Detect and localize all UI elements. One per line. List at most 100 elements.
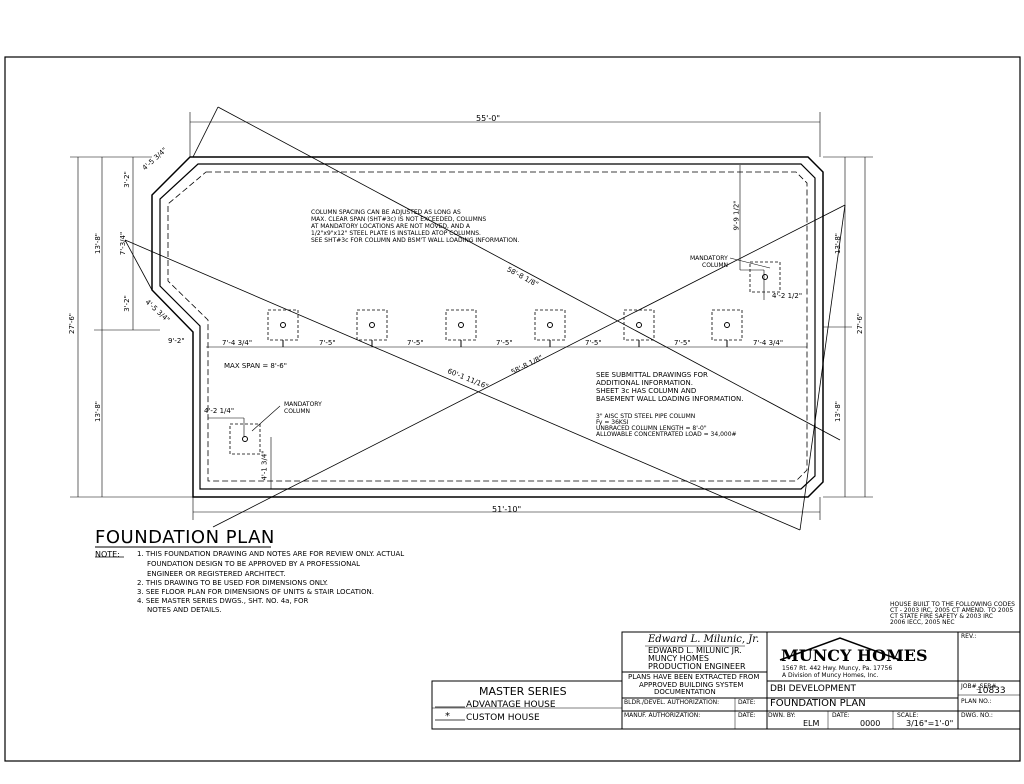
foundation-note-line: ENGINEER OR REGISTERED ARCHITECT. [147, 570, 286, 578]
dim-bottom-width: 51'-10" [492, 505, 522, 514]
manuf-date-label: DATE: [738, 712, 756, 719]
foundation-outline [151, 156, 824, 498]
extracted-line-2: APPROVED BUILDING SYSTEM [639, 681, 744, 689]
dim-left-upper: 13'-8" [94, 232, 103, 255]
mandatory-label-left-1: MANDATORY [284, 401, 322, 408]
column-6 [711, 309, 743, 347]
company-logo: MUNCY HOMES [781, 646, 928, 665]
bldr-auth-label: BLDR./DEVEL. AUTHORIZATION: [624, 699, 720, 706]
job-label: JOB#_SER# [961, 683, 997, 690]
dim-right-upper: 13'-8" [834, 232, 843, 255]
extracted-line-3: DOCUMENTATION [654, 688, 716, 696]
codes-line: 2006 IECC, 2005 NEC [890, 619, 955, 626]
dim-span-2: 7'-5" [319, 339, 336, 347]
dwg-no-label: DWG. NO.: [961, 712, 993, 719]
advantage-house-label: ADVANTAGE HOUSE [466, 700, 556, 710]
column-5 [623, 309, 655, 347]
project-name: DBI DEVELOPMENT [770, 684, 856, 694]
sheet-title: FOUNDATION PLAN [770, 698, 866, 709]
engineer-signature: Edward L. Milunic, Jr. [648, 634, 760, 645]
foundation-note-line: 4. SEE MASTER SERIES DWGS., SHT. NO. 4a,… [137, 597, 309, 605]
dimension-lines [70, 112, 873, 520]
codes-line: CT STATE FIRE SAFETY & 2003 IRC [890, 613, 993, 620]
dim-overall-width: 55'-0" [476, 114, 501, 123]
foundation-plan-title: FOUNDATION PLAN [95, 527, 275, 548]
column-spacing-note-line: COLUMN SPACING CAN BE ADJUSTED AS LONG A… [311, 209, 461, 216]
company-division: A Division of Muncy Homes, Inc. [782, 672, 879, 679]
dim-left-lower: 13'-8" [94, 400, 103, 423]
engineer-role: PRODUCTION ENGINEER [648, 662, 746, 671]
dim-span-6: 7'-5" [674, 339, 691, 347]
sheet-border [4, 56, 1021, 762]
drawn-by-label: DWN. BY: [768, 712, 796, 719]
dim-left-3-2-bottom: 3'-2" [122, 295, 131, 312]
mandatory-column-right [749, 261, 781, 293]
column-2 [356, 309, 388, 347]
dim-span-7: 7'-4 3/4" [753, 339, 784, 347]
column-4 [534, 309, 566, 347]
column-spacing-note-line: 1/2"x9"x12" STEEL PLATE IS INSTALLED ATO… [311, 230, 481, 237]
foundation-note-line: 3. SEE FLOOR PLAN FOR DIMENSIONS OF UNIT… [137, 588, 374, 596]
column-1 [267, 309, 299, 347]
foundation-note-line: FOUNDATION DESIGN TO BE APPROVED BY A PR… [147, 560, 361, 568]
column-3 [445, 309, 477, 347]
dim-span-1: 7'-4 3/4" [222, 339, 253, 347]
column-spec-line: Fy = 36KSI [596, 419, 629, 426]
dim-left-7-3-4: 7'-3/4" [119, 231, 128, 256]
custom-house-label: CUSTOM HOUSE [466, 713, 540, 723]
diagonal-dimensions [124, 106, 846, 531]
column-spacing-note-line: MAX. CLEAR SPAN (SHT#3c) IS NOT EXCEEDED… [311, 216, 487, 223]
engineer-name: EDWARD L. MILUNIC JR. [648, 646, 742, 655]
mandatory-label-right-1: MANDATORY [690, 255, 728, 262]
submittal-note-line: BASEMENT WALL LOADING INFORMATION. [596, 395, 744, 403]
scale-label: SCALE: [897, 712, 919, 719]
dim-notch: 9'-2" [168, 337, 185, 345]
scale-value: 3/16"=1'-0" [906, 719, 954, 728]
column-markers [229, 257, 781, 455]
drawn-by-value: ELM [803, 719, 820, 728]
plan-no-label: PLAN NO.: [961, 698, 992, 705]
foundation-note-line: NOTES AND DETAILS. [147, 606, 222, 614]
mandatory-label-left-2: COLUMN [284, 408, 311, 415]
title-block [431, 631, 1021, 730]
dim-right-4-2-1-2: 4'-2 1/2" [772, 292, 803, 300]
mandatory-column-left [229, 423, 261, 455]
dim-overall-depth-left: 27'-6" [68, 312, 77, 335]
dim-span-4: 7'-5" [496, 339, 513, 347]
codes-line: HOUSE BUILT TO THE FOLLOWING CODES [890, 601, 1015, 608]
dim-overall-depth-right: 27'-6" [856, 312, 865, 335]
dim-span-5: 7'-5" [585, 339, 602, 347]
submittal-note-line: SEE SUBMITTAL DRAWINGS FOR [596, 371, 708, 379]
job-value: 10833 [977, 686, 1006, 696]
dim-left-4-2-1-4: 4'-2 1/4" [204, 407, 235, 415]
submittal-note-line: SHEET 3c HAS COLUMN AND [596, 387, 697, 395]
column-spec-line: ALLOWABLE CONCENTRATED LOAD = 34,000# [596, 431, 737, 438]
custom-house-mark: * [445, 711, 450, 722]
column-spacing-note-line: SEE SHT#3c FOR COLUMN AND BSM'T WALL LOA… [311, 237, 520, 244]
master-series-title: MASTER SERIES [479, 685, 567, 698]
foundation-note-line: 2. THIS DRAWING TO BE USED FOR DIMENSION… [137, 579, 328, 587]
date-label: DATE: [832, 712, 850, 719]
date-value: 0000 [860, 719, 881, 728]
column-spacing-note-line: AT MANDATORY LOCATIONS ARE NOT MOVED, AN… [311, 223, 471, 230]
footing-line [167, 171, 808, 482]
column-spec-line: 3" AISC STD STEEL PIPE COLUMN [596, 413, 696, 420]
dim-left-4-1-3-4: 4'-1 3/4" [260, 450, 269, 481]
notes-label: NOTE: [95, 550, 120, 559]
dim-right-lower: 13'-8" [834, 400, 843, 423]
foundation-note-line: 1. THIS FOUNDATION DRAWING AND NOTES ARE… [137, 550, 405, 558]
manuf-auth-label: MANUF. AUTHORIZATION: [624, 712, 701, 719]
rev-label: REV.: [961, 633, 977, 640]
dim-right-9-9-1-2: 9'-9 1/2" [732, 200, 741, 231]
codes-line: CT - 2003 IRC, 2005 CT AMEND. TO 2005 [890, 607, 1014, 614]
engineer-company: MUNCY HOMES [648, 654, 709, 663]
bldr-date-label: DATE: [738, 699, 756, 706]
dim-span-3: 7'-5" [407, 339, 424, 347]
mandatory-label-right-2: COLUMN [702, 262, 729, 269]
extracted-line-1: PLANS HAVE BEEN EXTRACTED FROM [628, 673, 760, 681]
outer-wall [151, 156, 824, 498]
company-address: 1567 Rt. 442 Hwy. Muncy, Pa. 17756 [782, 665, 893, 672]
max-span-note: MAX SPAN = 8'-6" [224, 362, 287, 370]
column-spec-line: UNBRACED COLUMN LENGTH = 8'-0" [596, 425, 707, 432]
